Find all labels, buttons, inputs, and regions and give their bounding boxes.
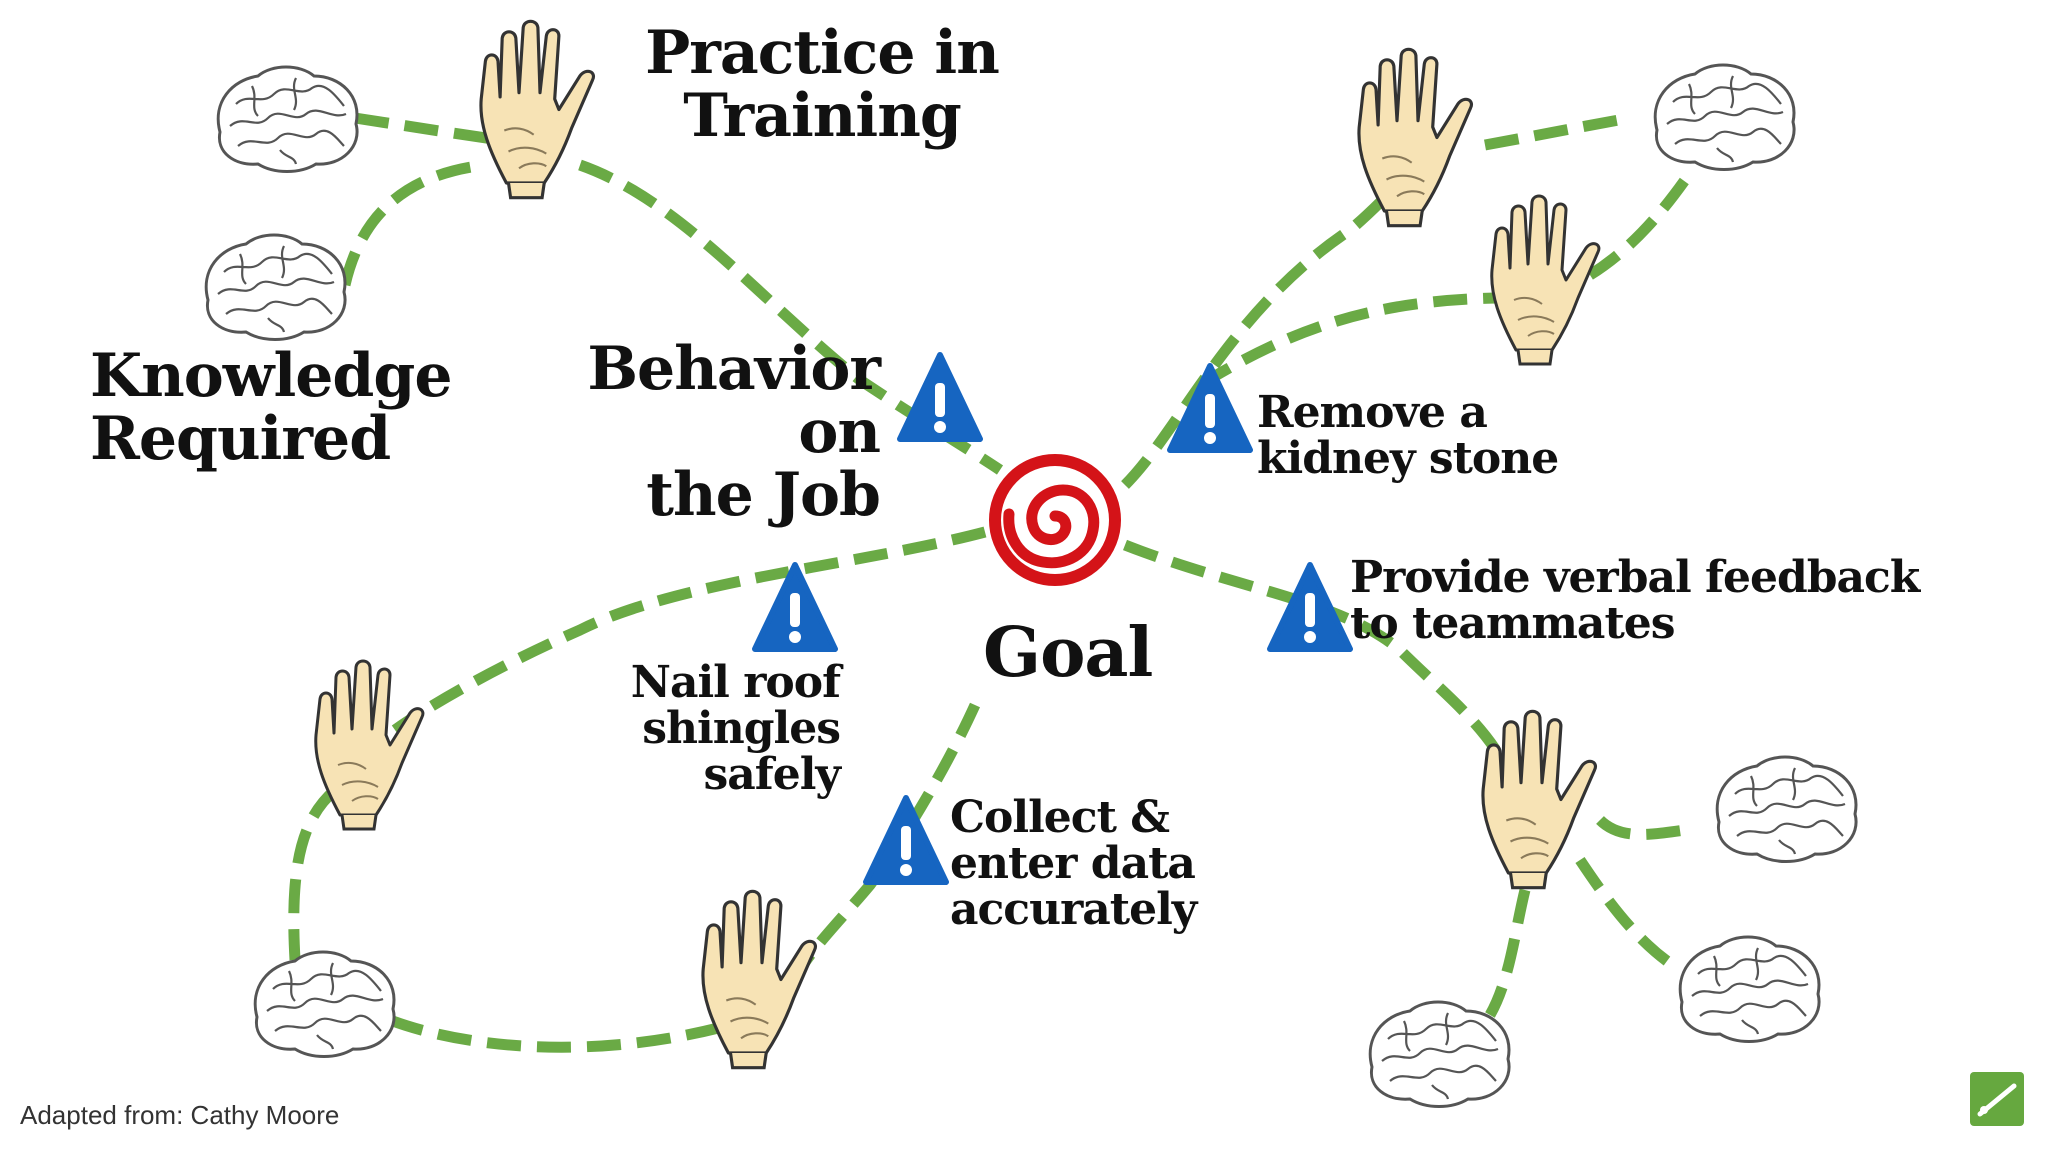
hand-icon [701,889,818,1070]
brain-icon [1715,755,1858,863]
spiral-target-icon [989,454,1121,586]
label-remove-kidney-stone: Remove a kidney stone [1257,387,1559,485]
path-goal-to-hand-lower-right [1122,539,1510,768]
path-brain-to-hand-top-lower [339,159,486,287]
path-goal-to-hand-left [391,526,987,735]
brain-icon [253,950,396,1058]
path-goal-to-hand-mid-right [1197,292,1501,390]
path-hand-left-to-brain [288,785,339,961]
brain-icon [1653,63,1796,171]
brain-icon [1368,1000,1511,1108]
warning-triangle-icon [1170,366,1250,450]
path-hand-lower-right-to-brain-2 [1575,856,1683,975]
label-goal: Goal [983,613,1153,693]
path-brain-to-hand-top [354,112,501,146]
path-hand-lower-right-to-brain-3 [1485,888,1531,1018]
warning-triangle-icon [866,798,946,882]
path-hand-upper-right-to-brain [1484,112,1631,151]
label-behavior-on-the-job: Behavior on the Job [587,334,881,530]
hand-icon [479,19,596,200]
footer-credit: Adapted from: Cathy Moore [20,1100,340,1130]
hand-icon [1490,194,1601,366]
brain-icon [204,233,347,341]
path-hand-mid-right-to-brain [1587,176,1690,280]
warning-triangle-icon [1270,565,1350,649]
path-goal-to-hand-bottom [795,702,981,973]
label-knowledge-required: Knowledge Required [90,341,452,474]
logo-icon[interactable] [1970,1072,2024,1126]
path-brain-to-hand-bottom [388,1014,732,1053]
brain-icon [216,65,359,173]
path-goal-to-hand-upper-right [1121,160,1424,489]
label-nail-roof-shingles: Nail roof shingles safely [630,657,841,801]
path-hand-lower-right-to-brain [1596,815,1686,840]
label-collect-enter-data: Collect & enter data accurately [950,792,1197,936]
brain-icon [1678,935,1821,1043]
hand-icon [314,659,425,831]
label-provide-verbal-feedback: Provide verbal feedback to teammates [1350,552,1920,650]
warning-triangle-icon [900,355,980,439]
label-practice-in-training: Practice in Training [645,18,1000,151]
